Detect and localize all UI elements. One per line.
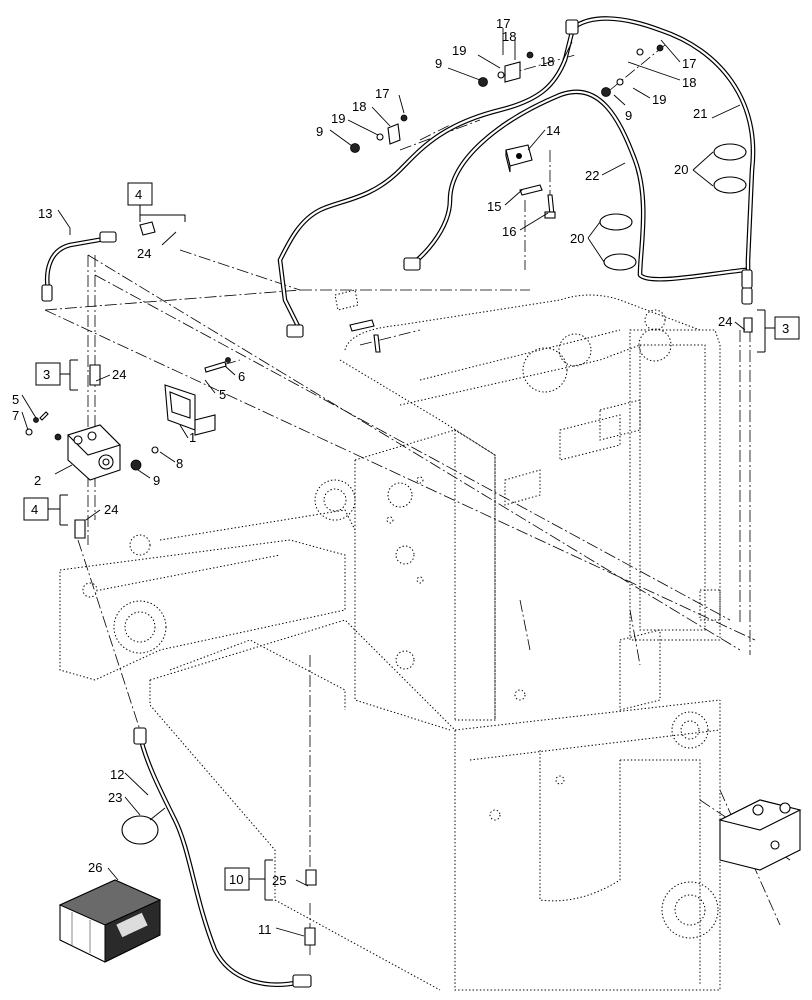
callout-23: 23 — [108, 790, 122, 805]
callout-13: 13 — [38, 206, 52, 221]
boxed-callout-3-left — [35, 359, 78, 391]
callout-18-mid: 18 — [540, 54, 554, 69]
callout-24-right: 24 — [718, 314, 732, 329]
callout-21: 21 — [693, 106, 707, 121]
boxed-callout-4-top — [127, 182, 186, 222]
callout-18-left: 18 — [352, 99, 366, 114]
callout-5-mid: 5 — [219, 387, 226, 402]
hose-12 — [137, 732, 303, 987]
callout-22: 22 — [585, 168, 599, 183]
fasteners-upper — [350, 44, 664, 153]
callout-3-right: 3 — [782, 321, 789, 336]
callout-14: 14 — [546, 123, 560, 138]
bolt-16 — [544, 194, 556, 219]
callout-5-left: 5 — [12, 392, 19, 407]
plate-1 — [164, 384, 216, 436]
center-lines — [44, 44, 791, 955]
leader-lines — [21, 28, 746, 937]
boxed-callout-4-left — [23, 494, 68, 526]
callout-25: 25 — [272, 873, 286, 888]
o-rings-20 — [599, 143, 747, 271]
callout-15: 15 — [487, 199, 501, 214]
callout-20-left: 20 — [570, 231, 584, 246]
loader-frame — [59, 294, 721, 991]
callout-17-top: 17 — [496, 16, 510, 31]
elbow-fittings — [74, 221, 753, 946]
hose-13 — [44, 235, 113, 293]
callout-26: 26 — [88, 860, 102, 875]
callout-2: 2 — [34, 473, 41, 488]
cable-tie-23 — [121, 807, 166, 845]
callout-17-right: 17 — [682, 56, 696, 71]
callout-9-valve: 9 — [153, 473, 160, 488]
valve-lower-right — [718, 799, 802, 871]
callout-10: 10 — [229, 872, 243, 887]
bolt-15 — [519, 184, 543, 196]
callout-9-upper-left: 9 — [316, 124, 323, 139]
callout-1: 1 — [189, 430, 196, 445]
callout-18-right: 18 — [682, 75, 696, 90]
callout-24-left-lower: 24 — [104, 502, 118, 517]
boxed-callout-3-right — [757, 309, 800, 353]
callout-24-left-upper: 24 — [112, 367, 126, 382]
callout-6: 6 — [238, 369, 245, 384]
callout-4-left: 4 — [31, 502, 38, 517]
clamp-lower — [334, 289, 381, 353]
callout-4-top: 4 — [135, 187, 142, 202]
callout-8: 8 — [176, 456, 183, 471]
callout-19-left: 19 — [331, 111, 345, 126]
boxed-callout-10 — [224, 859, 273, 901]
callout-7: 7 — [12, 408, 19, 423]
callout-16: 16 — [502, 224, 516, 239]
callout-24-top: 24 — [137, 246, 151, 261]
callout-20-right: 20 — [674, 162, 688, 177]
callout-9-upper-right: 9 — [625, 108, 632, 123]
hose-fittings — [41, 19, 753, 988]
callout-3-left: 3 — [43, 367, 50, 382]
hose-21 — [277, 16, 756, 333]
valve-block-2 — [54, 424, 122, 481]
callout-12: 12 — [110, 767, 124, 782]
callout-19-top: 19 — [452, 43, 466, 58]
callout-18-top: 18 — [502, 29, 516, 44]
callout-9-top: 9 — [435, 56, 442, 71]
callout-17-left: 17 — [375, 86, 389, 101]
callout-19-right: 19 — [652, 92, 666, 107]
bolts-5-6-7-8 — [25, 357, 231, 471]
callout-11: 11 — [258, 922, 272, 937]
kit-box-26 — [58, 879, 162, 963]
hose-22 — [407, 89, 748, 282]
callout-numbers: 1 2 3 3 4 4 5 5 6 7 8 9 9 9 9 10 11 12 1… — [12, 16, 789, 937]
clamp-14 — [505, 144, 533, 173]
